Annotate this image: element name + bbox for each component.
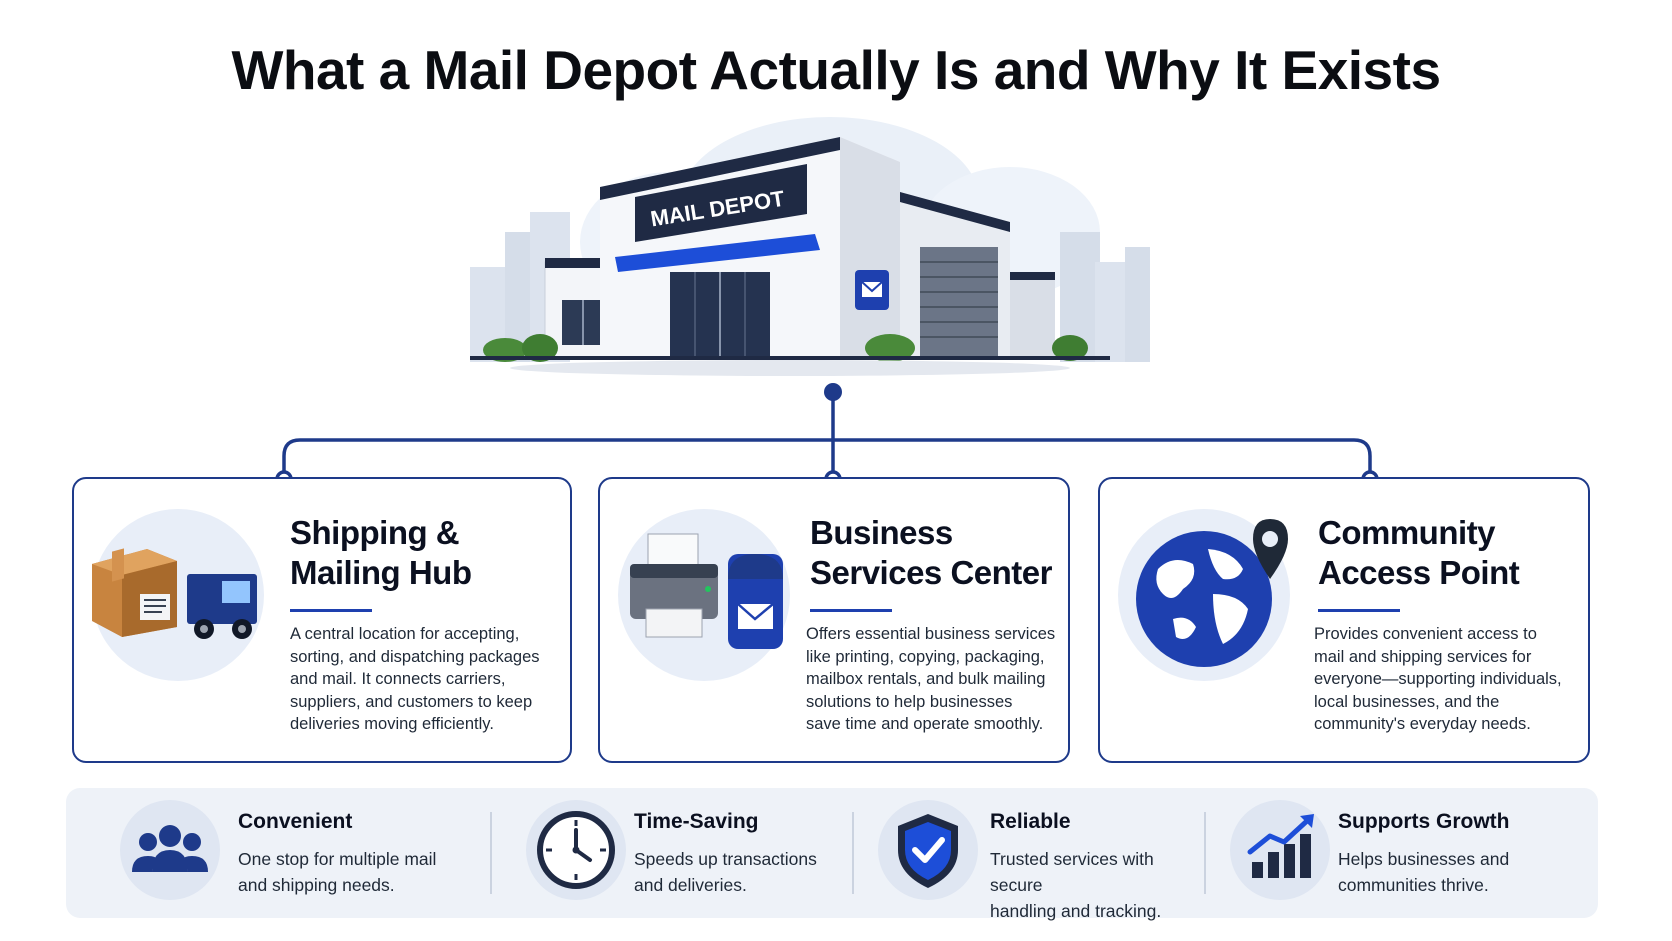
card-title-underline [290,609,372,612]
shield-check-icon [878,800,978,900]
benefit-title: Supports Growth [1338,810,1510,833]
card-title: Shipping &Mailing Hub [290,514,472,591]
card-title-underline [810,609,892,612]
printer-mailbox-icon [618,509,790,681]
package-truck-icon [92,509,264,681]
page-title: What a Mail Depot Actually Is and Why It… [231,39,1441,101]
growth-chart-icon [1230,800,1330,900]
people-icon [120,800,220,900]
benefit-title: Reliable [990,810,1071,833]
globe-pin-icon [1118,509,1290,681]
card-title-underline [1318,609,1400,612]
benefit-divider [852,812,854,894]
clock-icon [526,800,626,900]
benefit-divider [1204,812,1206,894]
benefit-title: Convenient [238,810,353,833]
benefit-title: Time-Saving [634,810,759,833]
card-description: A central location for accepting,sorting… [290,625,540,733]
benefit-divider [490,812,492,894]
mail-depot-building-illustration: MAIL DEPOT [470,112,1210,412]
card-shipping-mailing-hub: Shipping &Mailing Hub A central location… [72,477,572,763]
